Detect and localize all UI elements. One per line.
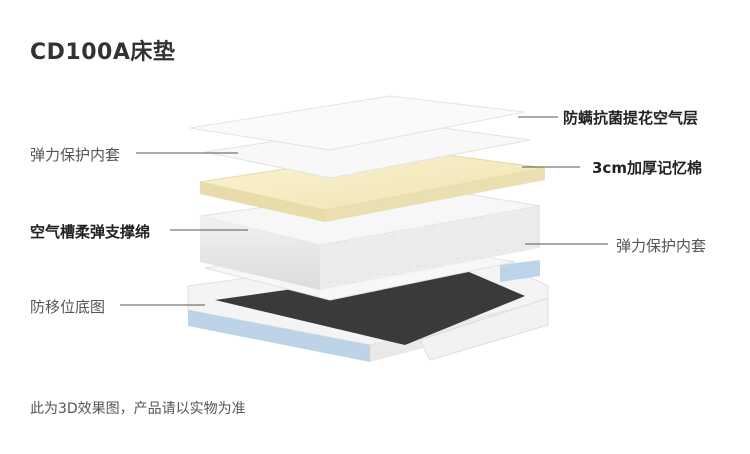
label-support-core: 空气槽柔弹支撑绵	[30, 223, 151, 241]
layer-anti-slip-base	[187, 247, 549, 362]
layer-top-fabric	[189, 95, 526, 151]
label-anti-slip-base: 防移位底图	[30, 298, 106, 316]
leader-lines	[120, 116, 608, 306]
label-top-fabric: 防螨抗菌提花空气层	[563, 109, 699, 127]
label-inner-cover-right: 弹力保护内套	[616, 237, 707, 255]
page-title: CD100A床垫	[30, 40, 176, 65]
label-inner-cover-left: 弹力保护内套	[30, 146, 121, 164]
footnote-disclaimer: 此为3D效果图，产品请以实物为准	[30, 401, 246, 417]
layer-support-core	[199, 185, 541, 290]
layer-memory-foam	[199, 149, 546, 222]
label-memory-foam: 3cm加厚记忆棉	[592, 159, 702, 177]
